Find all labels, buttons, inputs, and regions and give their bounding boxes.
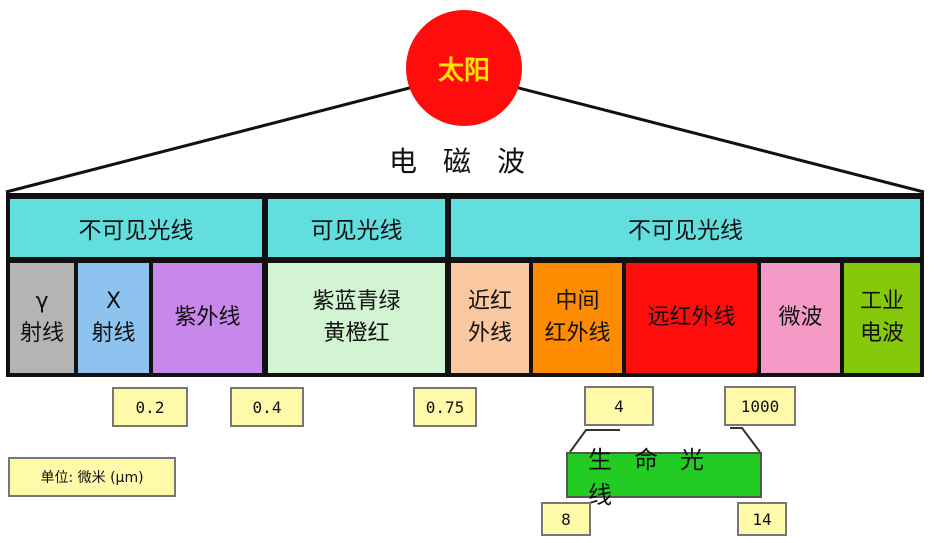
- em-wave-title: 电磁波: [388, 145, 551, 178]
- life-light-band: 生命光线: [566, 446, 762, 509]
- category-invisible-long: 不可见光线: [451, 199, 920, 257]
- life-left-bracket: [569, 429, 620, 453]
- cone-left-edge: [5, 74, 457, 194]
- cone-right-edge: [471, 74, 925, 194]
- band-microwave: 微波: [761, 263, 840, 373]
- unit-label: 单位: 微米 (μm): [8, 457, 176, 497]
- tick-0-2: 0.2: [112, 387, 188, 427]
- band-x-ray: X 射线: [78, 263, 149, 373]
- category-invisible-short: 不可见光线: [10, 199, 262, 257]
- life-range-end: 14: [737, 502, 787, 536]
- band-visible: 紫蓝青绿 黄橙红: [268, 263, 445, 373]
- tick-1000: 1000: [724, 386, 796, 426]
- band-mid-infrared: 中间 红外线: [533, 263, 622, 373]
- band-far-infrared: 远红外线: [626, 263, 757, 373]
- life-range-start: 8: [541, 502, 591, 536]
- tick-0-4: 0.4: [230, 387, 304, 427]
- category-visible: 可见光线: [268, 199, 445, 257]
- band-gamma-ray: γ 射线: [10, 263, 74, 373]
- tick-0-75: 0.75: [413, 387, 477, 427]
- sun: 太阳: [406, 10, 522, 126]
- band-near-infrared: 近红 外线: [451, 263, 529, 373]
- life-right-bracket: [730, 427, 761, 453]
- tick-4: 4: [584, 386, 654, 426]
- band-ultraviolet: 紫外线: [153, 263, 262, 373]
- band-industrial-radio: 工业 电波: [844, 263, 920, 373]
